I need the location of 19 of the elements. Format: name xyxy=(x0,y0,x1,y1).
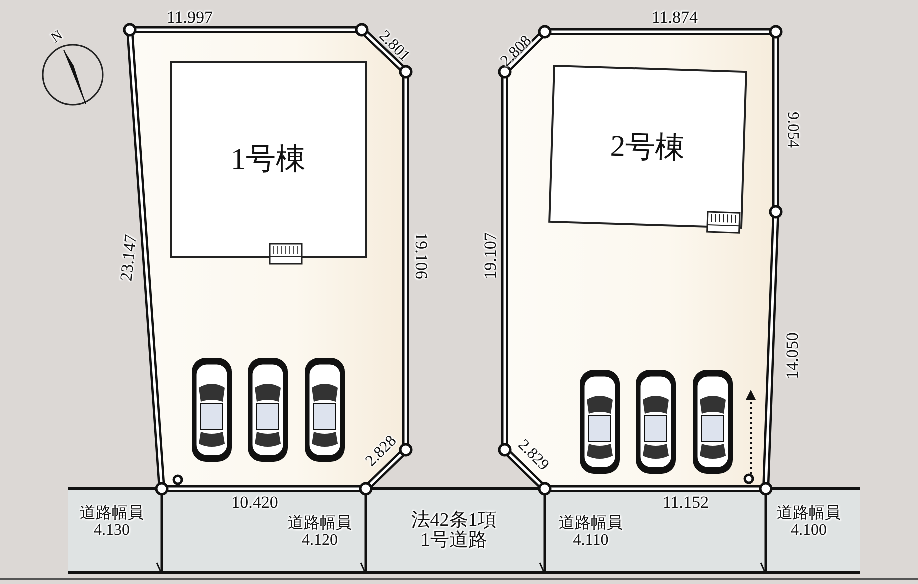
building-footprint xyxy=(548,65,748,229)
building-label: 1号棟 xyxy=(231,142,306,178)
dimension-label: 11.874 xyxy=(652,9,698,27)
road-width-label: 道路幅員 4.130 xyxy=(79,506,145,540)
road-width-label: 道路幅員 4.120 xyxy=(287,516,353,550)
road-width-label: 道路幅員 4.110 xyxy=(558,516,624,550)
road-width-label: 法42条1項 1号道路 xyxy=(410,511,498,551)
building-footprint xyxy=(170,61,367,258)
dimension-label: 10.420 xyxy=(232,494,278,512)
dimension-label: 11.152 xyxy=(662,494,710,512)
dimension-label: 23.147 xyxy=(118,234,140,282)
dimension-label: 14.050 xyxy=(784,332,802,380)
north-label: N xyxy=(50,29,66,47)
dimension-label: 9.054 xyxy=(784,112,800,148)
road-width-label: 道路幅員 4.100 xyxy=(776,506,842,540)
building-label: 2号棟 xyxy=(610,128,686,167)
dimension-label: 11.997 xyxy=(166,9,214,27)
dimension-label: 19.106 xyxy=(412,232,430,280)
dimension-label: 19.107 xyxy=(482,232,500,280)
